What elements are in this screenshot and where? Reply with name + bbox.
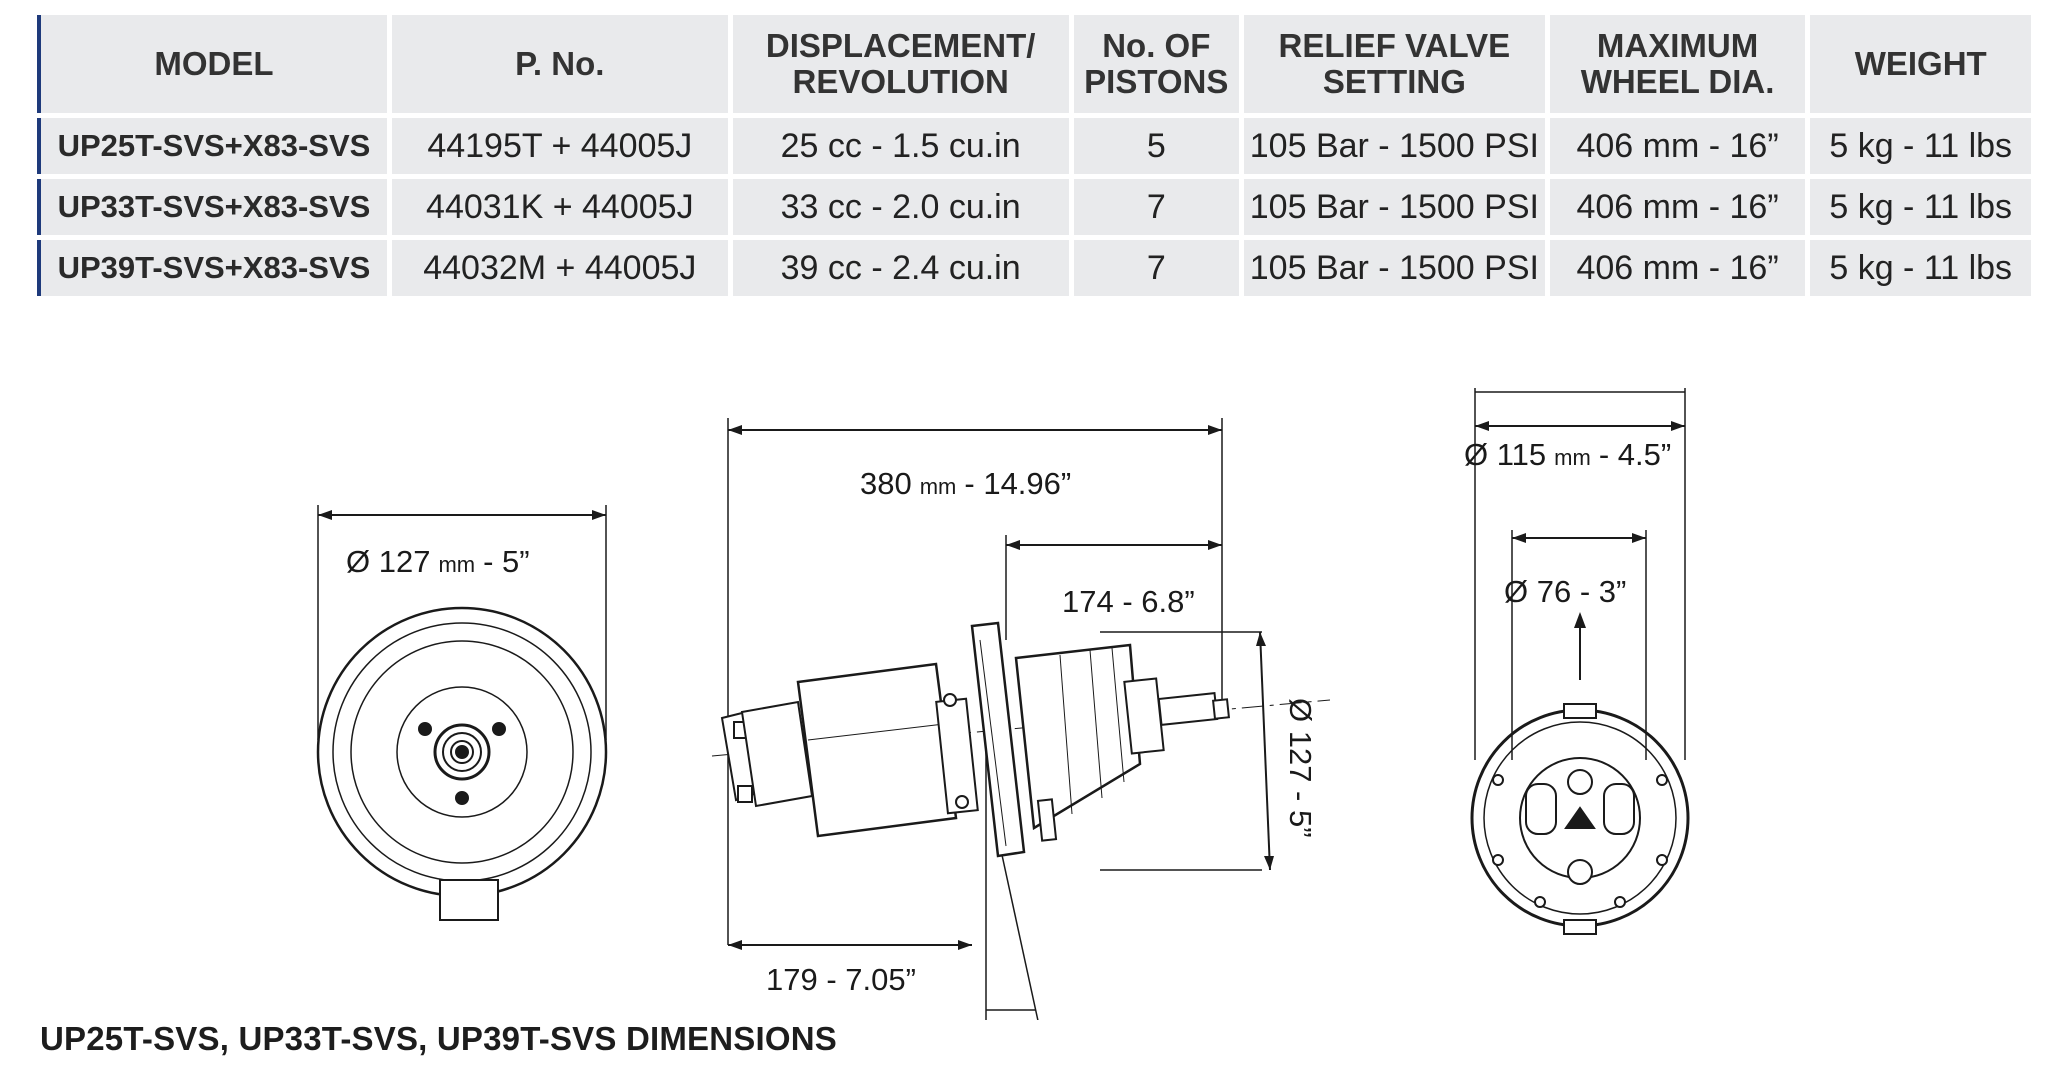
header-wheel-dia: MAXIMUM WHEEL DIA. [1549,15,1806,113]
side-body-dia-label: Ø 127 - 5” [1283,698,1318,838]
wheel-dia-cell: 406 mm - 16” [1549,240,1806,296]
relief-valve-cell: 105 Bar - 1500 PSI [1243,118,1545,174]
header-weight: WEIGHT [1810,15,2031,113]
front-view [316,505,608,921]
displacement-cell: 39 cc - 2.4 cu.in [732,240,1069,296]
rear-view [1470,388,1690,935]
drawing-caption: UP25T-SVS, UP33T-SVS, UP39T-SVS DIMENSIO… [40,1020,837,1057]
header-displacement: DISPLACEMENT/ REVOLUTION [732,15,1069,113]
pistons-cell: 5 [1073,118,1239,174]
part-number-cell: 44031K + 44005J [391,179,728,235]
model-cell: UP39T-SVS+X83-SVS [37,240,387,296]
header-part-number: P. No. [391,15,728,113]
side-view [711,418,1331,1020]
model-cell: UP33T-SVS+X83-SVS [37,179,387,235]
header-pistons: No. OF PISTONS [1073,15,1239,113]
table-row: UP25T-SVS+X83-SVS 44195T + 44005J 25 cc … [37,118,2031,174]
displacement-cell: 33 cc - 2.0 cu.in [732,179,1069,235]
side-front-length-label: 179 - 7.05” [766,962,916,997]
side-rear-length-label: 174 - 6.8” [1062,584,1195,619]
weight-cell: 5 kg - 11 lbs [1810,240,2031,296]
spec-table: MODEL P. No. DISPLACEMENT/ REVOLUTION No… [32,10,2036,301]
table-row: UP33T-SVS+X83-SVS 44031K + 44005J 33 cc … [37,179,2031,235]
front-port [439,879,499,921]
rear-inner-dia-label: Ø 76 - 3” [1504,574,1626,609]
part-number-cell: 44032M + 44005J [391,240,728,296]
table-header-row: MODEL P. No. DISPLACEMENT/ REVOLUTION No… [37,15,2031,113]
side-shaft [1157,692,1219,726]
side-rear-housing [1014,643,1142,831]
model-cell: UP25T-SVS+X83-SVS [37,118,387,174]
pistons-cell: 7 [1073,240,1239,296]
part-number-cell: 44195T + 44005J [391,118,728,174]
table-row: UP39T-SVS+X83-SVS 44032M + 44005J 39 cc … [37,240,2031,296]
header-relief-valve: RELIEF VALVE SETTING [1243,15,1545,113]
wheel-dia-cell: 406 mm - 16” [1549,118,1806,174]
relief-valve-cell: 105 Bar - 1500 PSI [1243,240,1545,296]
displacement-cell: 25 cc - 1.5 cu.in [732,118,1069,174]
weight-cell: 5 kg - 11 lbs [1810,118,2031,174]
header-model: MODEL [37,15,387,113]
wheel-dia-cell: 406 mm - 16” [1549,179,1806,235]
pistons-cell: 7 [1073,179,1239,235]
relief-valve-cell: 105 Bar - 1500 PSI [1243,179,1545,235]
weight-cell: 5 kg - 11 lbs [1810,179,2031,235]
